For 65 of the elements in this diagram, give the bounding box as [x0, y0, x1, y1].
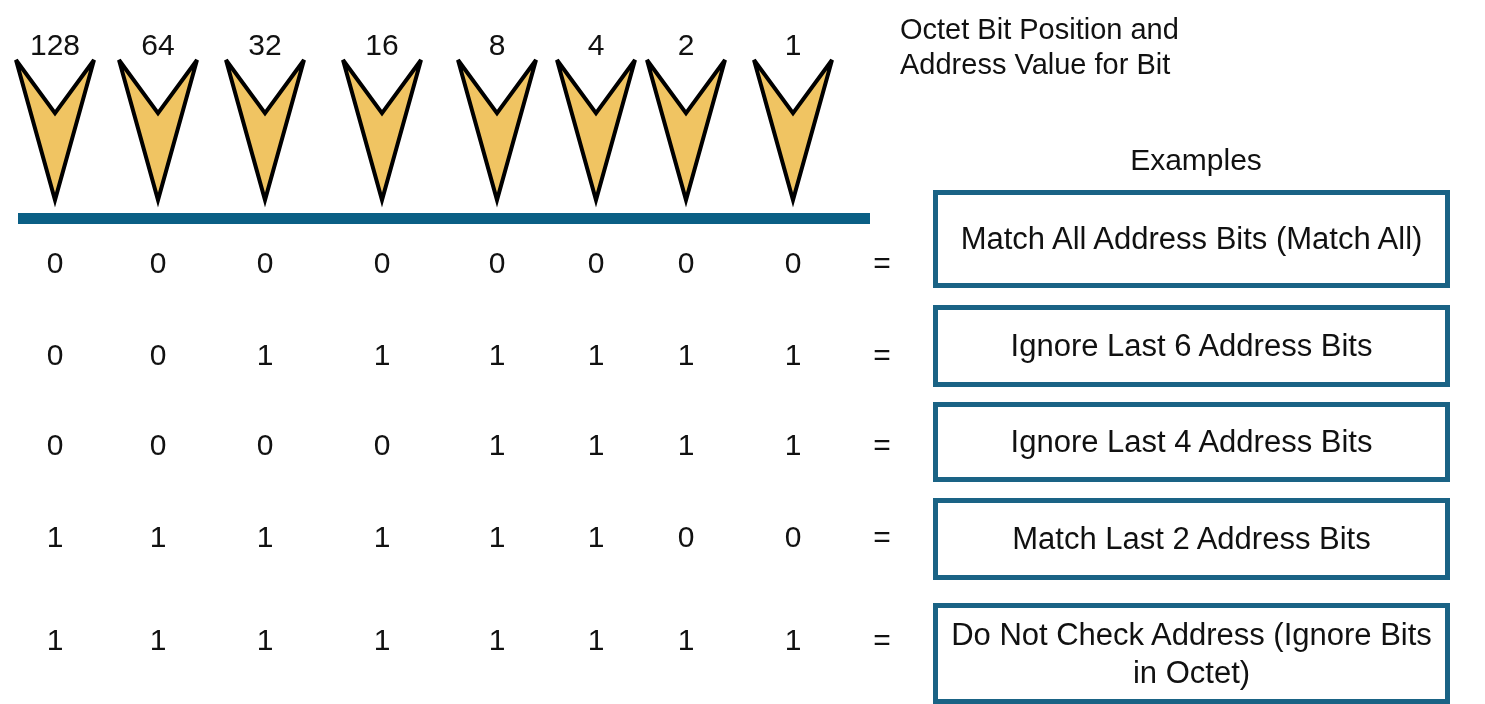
bit-digit: 1 — [677, 625, 695, 655]
bit-digit: 1 — [373, 625, 391, 655]
bit-digit: 1 — [46, 625, 64, 655]
bit-digit: 1 — [587, 522, 605, 552]
bit-digit: 1 — [149, 522, 167, 552]
bit-value: 1 — [784, 30, 802, 60]
example-text: Match Last 2 Address Bits — [1012, 520, 1371, 558]
bit-digit: 0 — [256, 248, 274, 278]
example-box — [933, 402, 1450, 482]
bit-digit: 1 — [488, 522, 506, 552]
example-text: Do Not Check Address (Ignore Bits in Octet) — [950, 616, 1433, 691]
equals-sign: = — [873, 522, 891, 552]
bit-digit: 1 — [256, 625, 274, 655]
bit-digit: 0 — [149, 430, 167, 460]
bit-digit: 0 — [677, 522, 695, 552]
bit-digit: 0 — [784, 248, 802, 278]
example-box — [933, 603, 1450, 704]
equals-sign: = — [873, 340, 891, 370]
bit-value: 64 — [141, 30, 175, 60]
bit-digit: 1 — [587, 430, 605, 460]
bit-value: 16 — [365, 30, 399, 60]
example-text: Ignore Last 6 Address Bits — [1010, 327, 1373, 365]
bit-digit: 1 — [784, 340, 802, 370]
bit-digit: 1 — [677, 340, 695, 370]
equals-sign: = — [873, 248, 891, 278]
bit-digit: 1 — [488, 625, 506, 655]
bit-digit: 0 — [373, 430, 391, 460]
bit-digit: 1 — [256, 522, 274, 552]
bit-digit: 0 — [587, 248, 605, 278]
bit-digit: 1 — [784, 625, 802, 655]
bit-digit: 0 — [677, 248, 695, 278]
bit-digit: 1 — [587, 340, 605, 370]
bit-digit: 1 — [677, 430, 695, 460]
column-heading: Examples — [1130, 145, 1262, 175]
example-box — [933, 190, 1450, 288]
bit-digit: 0 — [149, 248, 167, 278]
bit-value: 32 — [248, 30, 282, 60]
bit-digit: 1 — [46, 522, 64, 552]
bit-value: 128 — [29, 30, 81, 60]
bit-value: 4 — [587, 30, 605, 60]
bit-digit: 0 — [46, 248, 64, 278]
header-text: Octet Bit Position and Address Value for Bit — [900, 12, 1180, 82]
example-text: Match All Address Bits (Match All) — [960, 220, 1423, 258]
bit-value: 2 — [677, 30, 695, 60]
example-text: Ignore Last 4 Address Bits — [1010, 423, 1373, 461]
bit-digit: 1 — [373, 522, 391, 552]
bit-digit: 0 — [488, 248, 506, 278]
bit-digit: 1 — [587, 625, 605, 655]
bit-digit: 1 — [373, 340, 391, 370]
bit-digit: 0 — [46, 430, 64, 460]
equals-sign: = — [873, 625, 891, 655]
bit-digit: 1 — [149, 625, 167, 655]
bit-digit: 0 — [256, 430, 274, 460]
example-box — [933, 305, 1450, 387]
bit-digit: 1 — [256, 340, 274, 370]
bit-digit: 0 — [46, 340, 64, 370]
example-box — [933, 498, 1450, 580]
bit-digit: 0 — [784, 522, 802, 552]
bit-digit: 1 — [784, 430, 802, 460]
equals-sign: = — [873, 430, 891, 460]
bit-digit: 1 — [488, 340, 506, 370]
bit-digit: 0 — [149, 340, 167, 370]
bit-digit: 0 — [373, 248, 391, 278]
bit-digit: 1 — [488, 430, 506, 460]
bit-value: 8 — [488, 30, 506, 60]
